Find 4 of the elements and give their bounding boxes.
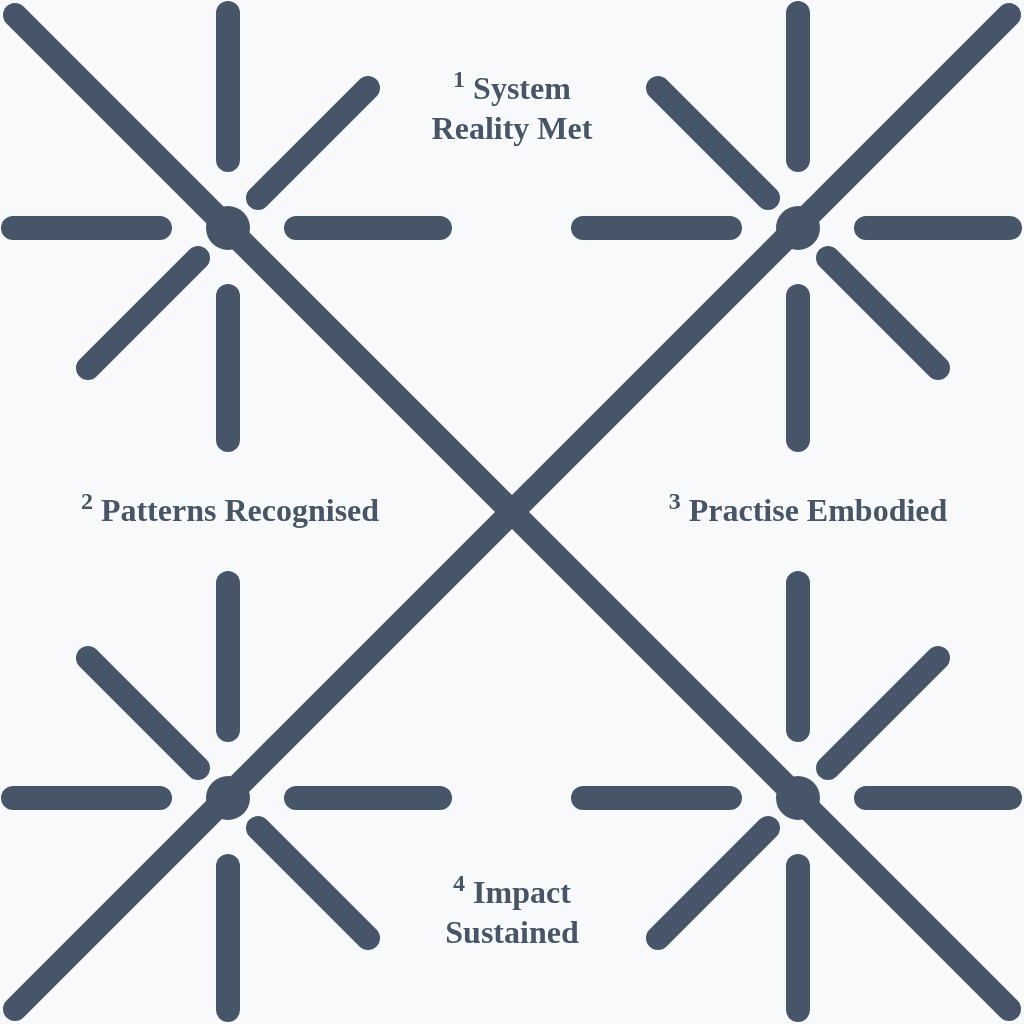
section-label: $^{4}$ Impact Sustained xyxy=(444,872,580,952)
section-label: $^{2}$ Patterns Recognised xyxy=(79,490,381,530)
section-label: $^{3}$ Practise Embodied xyxy=(667,490,949,530)
section-label: $^{1}$ System Reality Met xyxy=(430,68,594,148)
